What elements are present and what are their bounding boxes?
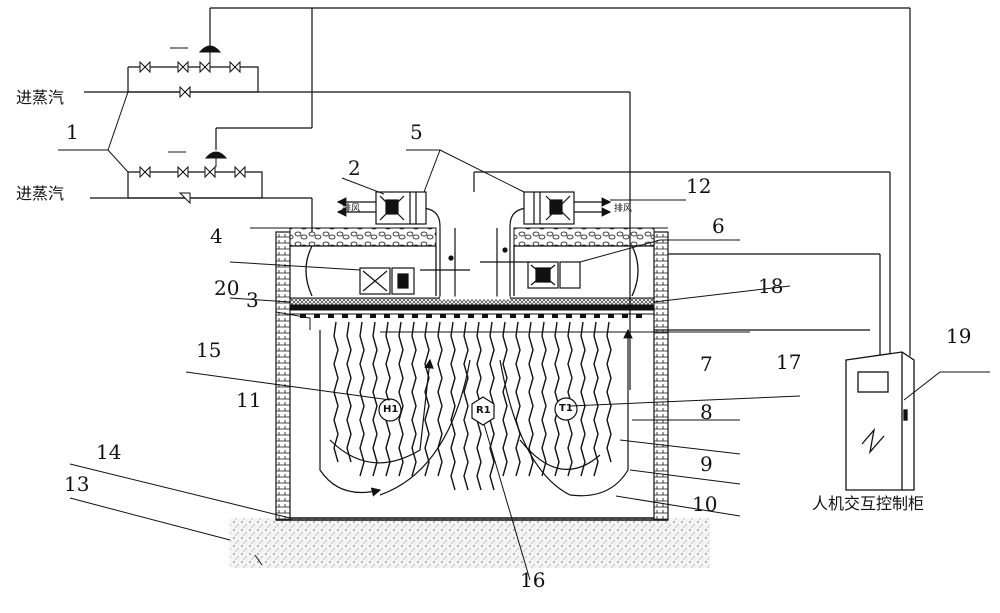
wood-board xyxy=(411,321,417,477)
hanger-clip xyxy=(412,314,418,318)
sensor-r1-label: R1 xyxy=(476,405,491,416)
label-11: 11 xyxy=(236,388,262,412)
sensors xyxy=(378,396,578,426)
wood-board xyxy=(398,321,404,477)
exhaust-arrows xyxy=(336,197,612,217)
label-1: 1 xyxy=(66,120,79,144)
label-15: 15 xyxy=(196,338,222,362)
valves xyxy=(139,45,246,205)
label-5: 5 xyxy=(410,120,423,144)
sensor-t1-label: T1 xyxy=(559,403,573,414)
cabinet-caption: 人机交互控制柜 xyxy=(812,494,925,513)
label-10: 10 xyxy=(692,492,718,516)
hanger-clip xyxy=(314,314,320,318)
label-4: 4 xyxy=(210,224,223,248)
hanger-clip xyxy=(426,314,432,318)
hanger-clip xyxy=(398,314,404,318)
wood-board xyxy=(463,321,469,491)
wood-board xyxy=(359,321,365,477)
label-9: 9 xyxy=(700,452,713,476)
wood-board xyxy=(502,321,508,477)
hanger-clip xyxy=(566,314,572,318)
wood-board xyxy=(346,321,352,463)
label-17: 17 xyxy=(776,350,802,374)
exhaust-left-label: 排风 xyxy=(342,204,361,214)
hanger-clip xyxy=(454,314,460,318)
hanger-clip xyxy=(552,314,558,318)
label-16: 16 xyxy=(520,568,546,592)
label-8: 8 xyxy=(700,400,713,424)
hanger-clip xyxy=(342,314,348,318)
hanger-clip xyxy=(524,314,530,318)
exhaust-fans xyxy=(375,191,575,225)
hanger-clip xyxy=(328,314,334,318)
leader-lines xyxy=(58,91,990,581)
wood-board xyxy=(424,321,430,477)
steam-inlet-top-label: 进蒸汽 xyxy=(16,88,65,107)
wood-board xyxy=(450,321,456,491)
exhaust-right-label: 排风 xyxy=(614,204,633,214)
wood-board xyxy=(541,321,547,477)
control-cabinet xyxy=(845,351,915,491)
hanger-clip xyxy=(580,314,586,318)
label-18: 18 xyxy=(758,274,784,298)
hanger-clip xyxy=(468,314,474,318)
label-6: 6 xyxy=(712,214,725,238)
wood-board xyxy=(515,321,521,477)
ground xyxy=(69,497,710,568)
wood-board xyxy=(593,321,599,477)
label-20: 20 xyxy=(214,276,240,300)
kiln-roof xyxy=(250,227,668,247)
label-13: 13 xyxy=(64,472,90,496)
kiln-walls xyxy=(275,231,669,521)
sensor-h1-label: H1 xyxy=(383,404,399,415)
steam-piping xyxy=(84,7,911,390)
steam-inlet-bottom-label: 进蒸汽 xyxy=(16,184,65,203)
label-7: 7 xyxy=(700,352,713,376)
label-14: 14 xyxy=(96,440,122,464)
hanger-clip xyxy=(356,314,362,318)
label-19: 19 xyxy=(946,324,972,348)
hanger-clip xyxy=(496,314,502,318)
label-3: 3 xyxy=(246,288,259,312)
hanger-clip xyxy=(300,314,306,318)
hanger-rail xyxy=(300,314,642,318)
inner-fans xyxy=(359,261,581,295)
hanger-clip xyxy=(622,314,628,318)
hanger-clip xyxy=(510,314,516,318)
hanger-clip xyxy=(482,314,488,318)
wood-board xyxy=(372,321,378,477)
hanger-clip xyxy=(440,314,446,318)
wood-board xyxy=(606,321,612,463)
hanger-clip xyxy=(384,314,390,318)
hanger-clip xyxy=(636,314,642,318)
fan-chambers xyxy=(290,245,654,297)
wood-board xyxy=(437,321,443,477)
heater-plate xyxy=(289,296,655,315)
airflow xyxy=(319,328,633,497)
hanger-clip xyxy=(538,314,544,318)
hanger-clip xyxy=(594,314,600,318)
wood-board xyxy=(554,321,560,477)
wood-board xyxy=(580,321,586,477)
label-2: 2 xyxy=(348,156,361,180)
hanger-clip xyxy=(608,314,614,318)
hanger-clip xyxy=(370,314,376,318)
label-12: 12 xyxy=(686,174,712,198)
